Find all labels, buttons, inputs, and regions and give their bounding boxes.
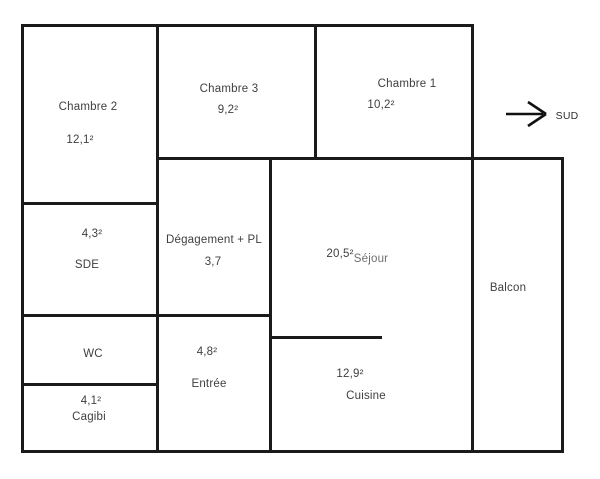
wall — [21, 202, 159, 205]
room-area-cuisine: 12,9² — [336, 368, 364, 380]
room-area-sde: 4,3² — [81, 228, 103, 240]
room-label-balcon: Balcon — [489, 282, 527, 294]
wall — [21, 383, 159, 386]
room-label-entree: Entrée — [191, 378, 227, 390]
wall — [561, 157, 564, 453]
wall — [21, 450, 564, 453]
wall — [269, 336, 382, 339]
room-label-chambre-3: Chambre 3 — [199, 83, 259, 95]
room-label-cagibi: Cagibi — [72, 411, 106, 423]
room-area-chambre-2: 12,1² — [66, 134, 94, 146]
room-label-cuisine: Cuisine — [346, 390, 386, 402]
wall — [21, 24, 474, 27]
room-label-degagement: Dégagement + PL — [165, 234, 263, 246]
compass-sud-label: SUD — [555, 110, 579, 122]
wall — [156, 24, 159, 453]
room-label-sde: SDE — [74, 259, 100, 271]
room-balcon — [474, 160, 561, 450]
room-area-sejour: 20,5² — [326, 248, 354, 260]
wall — [21, 314, 272, 317]
room-label-chambre-2: Chambre 2 — [58, 101, 118, 113]
room-label-chambre-1: Chambre 1 — [377, 78, 437, 90]
wall — [269, 157, 272, 453]
room-area-chambre-1: 10,2² — [367, 99, 395, 111]
south-arrow-icon — [506, 100, 547, 128]
room-area-chambre-3: 9,2² — [217, 104, 239, 116]
wall — [21, 24, 24, 453]
room-chambre-1 — [317, 27, 471, 157]
wall — [156, 157, 564, 160]
wall — [314, 24, 317, 160]
room-label-wc: WC — [83, 348, 103, 360]
room-sejour — [272, 160, 471, 336]
wall — [471, 24, 474, 453]
room-area-cagibi: 4,1² — [80, 395, 102, 407]
room-area-degagement: 3,7 — [204, 256, 222, 268]
room-label-sejour: Séjour — [353, 253, 389, 265]
room-area-entree: 4,8² — [196, 346, 218, 358]
room-chambre-2 — [24, 27, 156, 202]
